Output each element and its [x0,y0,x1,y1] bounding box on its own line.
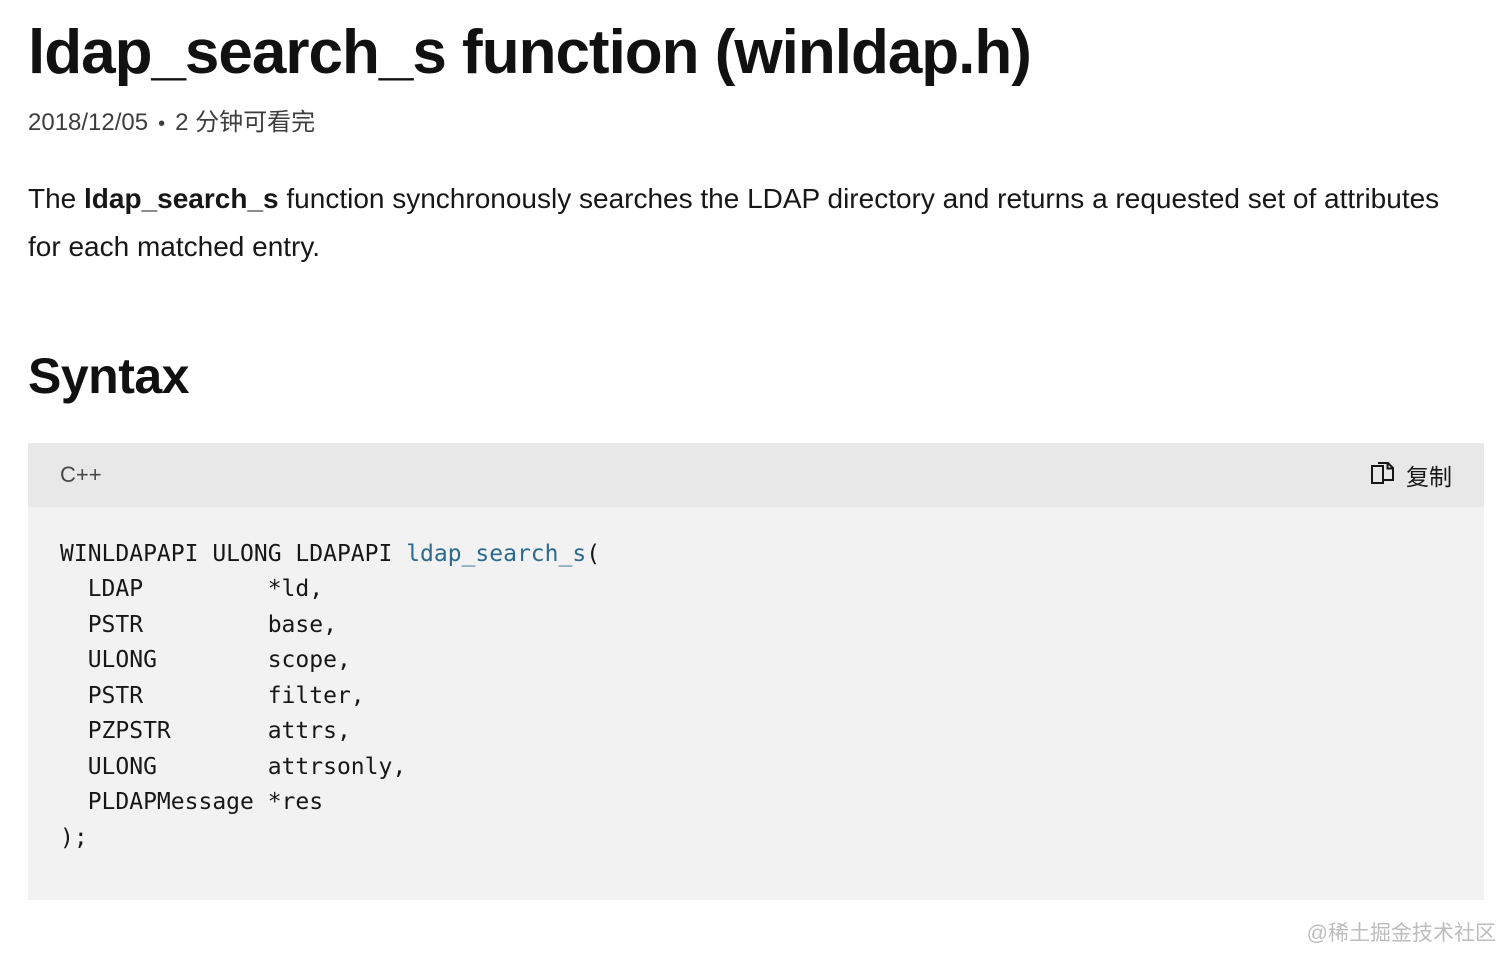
copy-button[interactable]: 复制 [1370,458,1452,492]
page-title: ldap_search_s function (winldap.h) [28,18,1032,87]
code-block: C++ 复制 WINLDAPAPI ULONG LDAPAPI ldap_sea… [28,442,1484,900]
copy-pages-icon [1370,461,1396,489]
dot-separator: • [158,112,166,135]
intro-text-before: The [28,182,85,214]
code-line: LDAP *ld, [60,576,324,602]
code-line: WINLDAPAPI ULONG LDAPAPI ldap_search_s( [60,540,601,567]
syntax-heading: Syntax [28,347,189,404]
intro-function-name: ldap_search_s [84,182,279,214]
intro-text-after: function synchronously searches the LDAP… [28,182,1440,262]
code-content: WINLDAPAPI ULONG LDAPAPI ldap_search_s( … [60,537,1452,857]
code-line: ULONG attrsonly, [60,753,407,780]
date-line: 2018/12/05 • 2 分钟可看完 [28,102,1484,137]
code-body: WINLDAPAPI ULONG LDAPAPI ldap_search_s( … [28,506,1484,900]
code-line: PSTR filter, [60,682,365,709]
intro-paragraph: The ldap_search_s function synchronously… [28,175,1468,271]
publish-date: 2018/12/05 [28,108,149,136]
code-block-header: C++ 复制 [28,442,1484,507]
code-line: PLDAPMessage *res [60,789,324,815]
code-line: PZPSTR attrs, [60,718,351,744]
code-line: ULONG scope, [60,647,351,673]
watermark: @稀土掘金技术社区 [1306,922,1496,945]
copy-button-label: 复制 [1406,463,1452,490]
code-line: ); [60,824,88,851]
code-line: PSTR base, [60,611,337,638]
read-time: 2 分钟可看完 [175,108,316,136]
code-language-label: C++ [60,461,102,487]
